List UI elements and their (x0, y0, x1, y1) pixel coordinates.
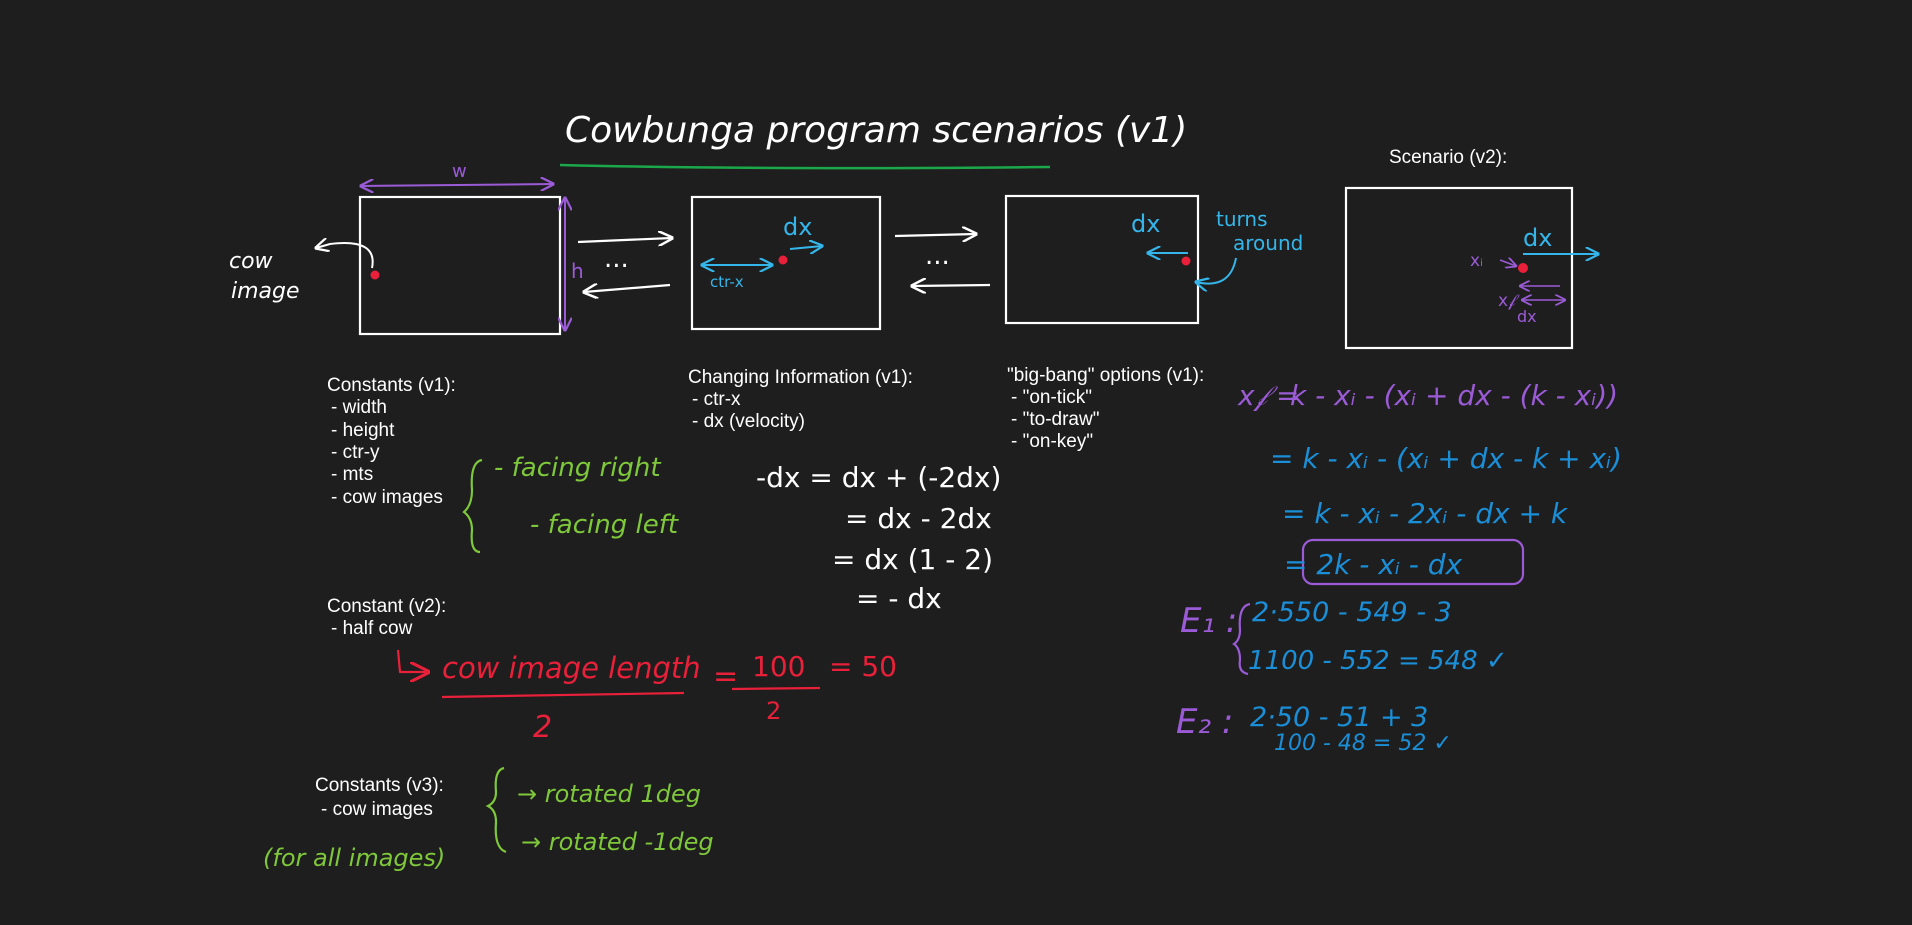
constants-v3-heading: Constants (v3): (315, 775, 444, 796)
cow-image-callout: cow image (229, 243, 374, 304)
example-2: E₂ : 2·50 - 51 + 3 100 - 48 = 52 ✓ (1176, 702, 1452, 756)
big-bang-item: - "to-draw" (1011, 409, 1099, 430)
constants-v3-item: - cow images (321, 799, 433, 820)
cow-position-dot-3 (1181, 256, 1191, 266)
constants-v1-item: - width (331, 397, 387, 418)
constant-v2-section: Constant (v2): - half cow (327, 596, 446, 639)
formula-mid-numerator: 100 (752, 650, 805, 683)
cow-position-dot-2 (778, 255, 788, 265)
cow-callout-arrow (316, 243, 374, 269)
derivation-line: = - dx (856, 582, 942, 615)
cow-image-label-2: image (231, 279, 300, 304)
constants-v3-note: → rotated 1deg (517, 780, 701, 808)
cow-image-label: cow (229, 249, 274, 274)
xf-line-2: = k - xᵢ - (xᵢ + dx - k + xᵢ) (1270, 442, 1622, 475)
scene-frame-v2: dx xᵢ x𝒻 dx (1344, 186, 1598, 350)
scene-frame-3: dx turns around (1004, 194, 1303, 325)
big-bang-item: - "on-key" (1011, 431, 1093, 452)
width-dimension: w (361, 161, 553, 186)
xf-derivation: x𝒻 = k - xᵢ - (xᵢ + dx - (k - xᵢ)) = k -… (1237, 379, 1622, 586)
example-2-label: E₂ : (1176, 702, 1233, 742)
turns-around-arrow (1196, 257, 1237, 284)
dx-label-2: dx (1131, 210, 1160, 238)
cow-position-dot-v2 (1518, 263, 1528, 273)
big-bang-heading: "big-bang" options (v1): (1007, 365, 1204, 386)
changing-info-v1-item: - ctr-x (692, 389, 741, 410)
title-underline (559, 163, 1051, 170)
xf-line-1: k - xᵢ - (xᵢ + dx - (k - xᵢ)) (1290, 379, 1618, 412)
velocity-arrow (789, 246, 822, 249)
dx-derivation: -dx = dx + (-2dx) = dx - 2dx = dx (1 - 2… (756, 461, 1001, 615)
height-label: h (571, 259, 584, 283)
constant-v2-item: - half cow (331, 618, 413, 639)
example-1-line-2: 1100 - 552 = 548 ✓ (1248, 646, 1508, 676)
ellipsis-1: ... (604, 244, 629, 274)
scene-frame-2: dx ctr-x (690, 195, 882, 331)
forward-arrow-1 (577, 238, 672, 242)
changing-info-v1-section: Changing Information (v1): - ctr-x - dx … (688, 367, 913, 432)
width-label: w (452, 161, 467, 182)
backward-arrow-1 (584, 285, 671, 292)
xi-label: xᵢ (1470, 251, 1483, 271)
big-bang-options-section: "big-bang" options (v1): - "on-tick" - "… (1007, 365, 1204, 452)
formula-mid-denominator: 2 (766, 697, 781, 725)
page-title: Cowbunga program scenarios (v1) (565, 110, 1187, 151)
changing-info-v1-item: - dx (velocity) (692, 411, 805, 432)
cow-position-dot (370, 270, 380, 280)
dx-label: dx (783, 213, 812, 241)
constants-v1-item: - mts (331, 464, 373, 485)
example-2-line-1: 2·50 - 51 + 3 (1250, 702, 1428, 733)
xf-line-4: = 2k - xᵢ - dx (1284, 548, 1463, 581)
constants-v1-heading: Constants (v1): (327, 375, 456, 396)
big-bang-item: - "on-tick" (1011, 387, 1092, 408)
constants-v1-brace (462, 458, 483, 554)
backward-arrow-2 (912, 285, 991, 286)
xf-lhs: x𝒻 = (1237, 379, 1299, 412)
ctr-x-label: ctr-x (710, 273, 744, 291)
example-1: E₁ : 2·550 - 549 - 3 1100 - 552 = 548 ✓ (1180, 597, 1508, 676)
xf-line-3: = k - xᵢ - 2xᵢ - dx + k (1282, 497, 1569, 530)
formula-result: = 50 (829, 650, 897, 683)
formula-denominator: 2 (533, 710, 552, 745)
xf-label: x𝒻 (1498, 291, 1520, 311)
constants-v3-aside: (for all images) (263, 844, 445, 872)
formula-numerator: cow image length (442, 651, 701, 685)
constants-v1-item: - ctr-y (331, 442, 380, 463)
example-1-line-1: 2·550 - 549 - 3 (1252, 597, 1452, 628)
height-dimension: h (565, 198, 584, 330)
half-cow-formula: cow image length 2 = 100 2 = 50 (396, 649, 897, 745)
constants-v3-brace (485, 766, 507, 854)
forward-arrow-2 (894, 234, 976, 236)
derivation-line: = dx (1 - 2) (832, 543, 993, 576)
dx-small-label: dx (1517, 307, 1537, 326)
constants-v1-note: - facing right (494, 453, 661, 483)
constants-v1-section: Constants (v1): - width - height - ctr-y… (327, 375, 679, 554)
example-1-label: E₁ : (1180, 601, 1237, 641)
example-2-line-2: 100 - 48 = 52 ✓ (1274, 731, 1452, 756)
scene-frame-1 (358, 195, 562, 336)
scenario-v2-heading: Scenario (v2): (1389, 147, 1507, 168)
fraction-bar (441, 691, 685, 699)
turns-around-label: turns (1216, 207, 1267, 231)
formula-arrow (396, 649, 428, 672)
changing-info-v1-heading: Changing Information (v1): (688, 367, 913, 388)
xi-pointer (1499, 260, 1516, 266)
turns-around-label-2: around (1233, 231, 1303, 255)
ellipsis-2: ... (925, 241, 950, 271)
constants-v1-note: - facing left (530, 510, 679, 540)
final-result-box (1301, 538, 1525, 586)
fraction-bar-2 (731, 686, 821, 691)
constants-v3-section: Constants (v3): - cow images → rotated 1… (263, 766, 714, 872)
dx-label-v2: dx (1523, 224, 1552, 252)
constants-v1-item: - height (331, 420, 395, 441)
constant-v2-heading: Constant (v2): (327, 596, 446, 617)
derivation-line: -dx = dx + (-2dx) (756, 461, 1001, 494)
constants-v3-note: → rotated -1deg (521, 828, 714, 856)
constants-v1-item: - cow images (331, 487, 443, 508)
derivation-line: = dx - 2dx (845, 502, 992, 535)
example-1-brace (1232, 602, 1251, 676)
